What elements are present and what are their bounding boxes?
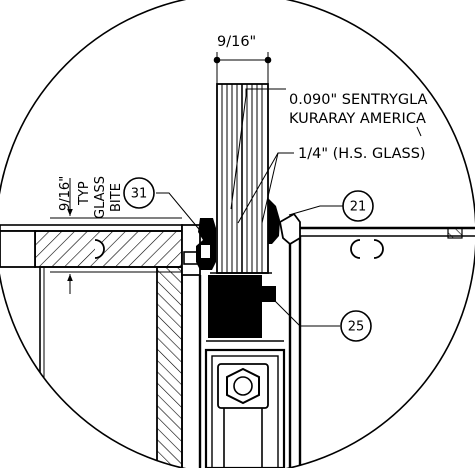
- callout-31: 31: [131, 187, 148, 202]
- callout-25-leader: [269, 295, 340, 327]
- left-glazing-gasket: [196, 218, 216, 270]
- glass-bite-value: 9/16": [58, 176, 73, 211]
- callout-21: 21: [350, 200, 367, 215]
- callout-31-leader: [156, 192, 204, 235]
- right-horizontal-frame: [298, 226, 475, 468]
- glass-width-label: 9/16": [217, 34, 256, 50]
- interlayer-note-line2: KURARAY AMERICA: [289, 111, 426, 127]
- right-gasket-wedge: [278, 212, 301, 246]
- glass-width-dimension: [213, 52, 272, 84]
- left-vertical-frame: [156, 266, 183, 468]
- right-glazing-gasket: [268, 198, 280, 244]
- glass-bite-dimension: [50, 178, 182, 294]
- glass-spec-note: 1/4" (H.S. GLASS): [298, 146, 426, 162]
- callout-21-leader: [288, 205, 343, 216]
- interlayer-note-line1: 0.090" SENTRYGLA: [289, 92, 428, 108]
- setting-block: [208, 275, 276, 338]
- glass-bite-word2: BITE: [109, 183, 124, 212]
- glass-bite-word1: GLASS: [93, 176, 108, 219]
- laminated-glass: [210, 83, 272, 274]
- interlayer-leader: [230, 88, 286, 210]
- callout-25: 25: [348, 320, 365, 335]
- glass-bite-typ: TYP: [77, 181, 92, 206]
- left-horizontal-frame: [0, 224, 183, 468]
- bolt-icon: [217, 363, 269, 468]
